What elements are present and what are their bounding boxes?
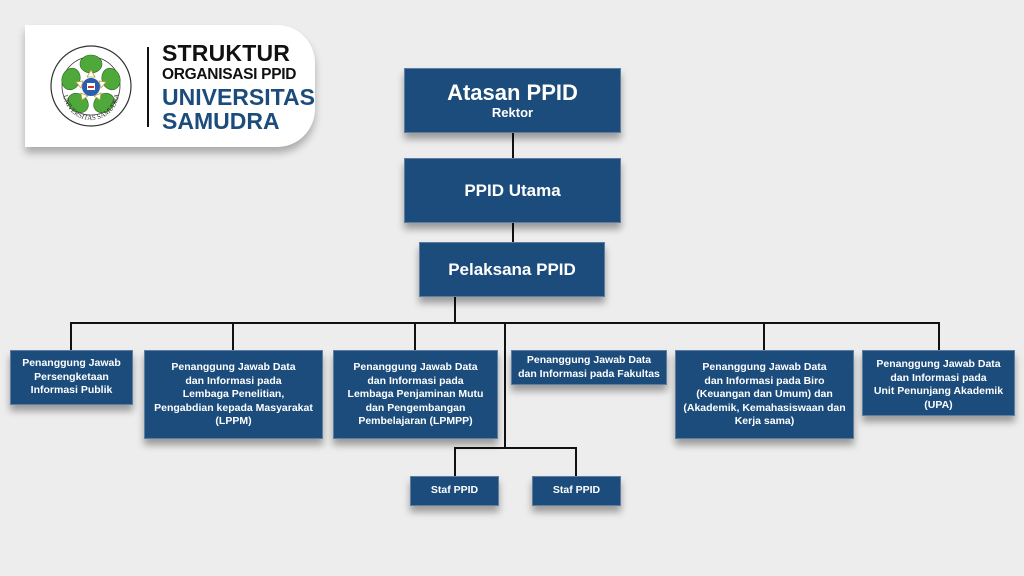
connector-child-6 xyxy=(938,322,940,350)
node-line: dan Informasi pada xyxy=(890,371,987,384)
connector-staff-2 xyxy=(575,447,577,476)
node-line: dan Informasi pada xyxy=(367,374,464,387)
node-line: Lembaga Penelitian, xyxy=(182,388,285,400)
node-child-biro: Penanggung Jawab Data dan Informasi pada… xyxy=(675,350,854,439)
connector-atasan-utama xyxy=(512,133,514,158)
node-line: dan Informasi pada Biro xyxy=(704,374,825,387)
node-line: Kerja sama) xyxy=(734,415,795,427)
connector-pelaksana-bus xyxy=(454,297,456,323)
header-divider xyxy=(147,47,149,127)
node-pelaksana-title: Pelaksana PPID xyxy=(448,259,576,279)
node-line: (LPPM) xyxy=(215,415,252,427)
university-logo-icon: UNIVERSITAS SAMUDRA xyxy=(50,45,132,127)
staff-bus xyxy=(454,447,576,449)
connector-child-1 xyxy=(70,322,72,350)
connector-trunk-staff xyxy=(504,322,506,448)
connector-child-2 xyxy=(232,322,234,350)
node-line: dan Pengembangan xyxy=(365,401,466,414)
title-line-3: UNIVERSITAS xyxy=(162,83,315,110)
page-title: STRUKTUR ORGANISASI PPID UNIVERSITAS SAM… xyxy=(162,42,315,133)
connector-staff-1 xyxy=(454,447,456,476)
node-line: dan Informasi pada Fakultas xyxy=(518,367,660,380)
node-line: Pengabdian kepada Masyarakat xyxy=(154,401,313,414)
node-child-publik: Penanggung Jawab Persengketaan Informasi… xyxy=(10,350,133,405)
node-child-fakultas: Penanggung Jawab Data dan Informasi pada… xyxy=(511,350,667,385)
node-line: (UPA) xyxy=(924,398,953,411)
connector-utama-pelaksana xyxy=(512,223,514,242)
node-staf-ppid-1: Staf PPID xyxy=(410,476,499,506)
node-atasan-title: Atasan PPID xyxy=(447,79,578,105)
title-line-1: STRUKTUR xyxy=(162,40,291,66)
node-line: Pembelajaran (LPMPP) xyxy=(358,415,473,427)
node-staf-ppid-2: Staf PPID xyxy=(532,476,621,506)
node-line: Penanggung Jawab Data xyxy=(353,361,478,373)
header-card: UNIVERSITAS SAMUDRA STRUKTUR ORGANISASI … xyxy=(25,25,315,147)
connector-child-3 xyxy=(414,322,416,350)
node-atasan-subtitle: Rektor xyxy=(491,104,534,120)
node-line: Persengketaan xyxy=(34,370,109,383)
node-atasan-ppid: Atasan PPID Rektor xyxy=(404,68,621,133)
node-utama-title: PPID Utama xyxy=(464,180,561,200)
title-line-2: ORGANISASI PPID xyxy=(162,66,297,83)
node-child-lpmpp: Penanggung Jawab Data dan Informasi pada… xyxy=(333,350,498,439)
node-line: (Keuangan dan Umum) dan xyxy=(696,388,833,400)
node-staf-title: Staf PPID xyxy=(430,484,479,497)
connector-child-5 xyxy=(763,322,765,350)
node-staf-title: Staf PPID xyxy=(552,484,601,497)
node-child-lppm: Penanggung Jawab Data dan Informasi pada… xyxy=(144,350,323,439)
node-pelaksana-ppid: Pelaksana PPID xyxy=(419,242,605,297)
title-line-4: SAMUDRA xyxy=(162,107,280,134)
node-line: Unit Penunjang Akademik xyxy=(873,385,1004,397)
node-line: (Akademik, Kemahasiswaan dan xyxy=(683,401,846,414)
node-line: Penanggung Jawab xyxy=(22,357,121,370)
node-line: Lembaga Penjaminan Mutu xyxy=(347,388,484,400)
node-line: Penanggung Jawab Data xyxy=(171,361,296,373)
node-line: Penanggung Jawab Data xyxy=(702,361,827,373)
node-ppid-utama: PPID Utama xyxy=(404,158,621,223)
node-line: Informasi Publik xyxy=(30,384,113,397)
node-line: dan Informasi pada xyxy=(185,374,282,387)
node-child-upa: Penanggung Jawab Data dan Informasi pada… xyxy=(862,350,1015,416)
node-line: Penanggung Jawab Data xyxy=(876,358,1001,370)
node-line: Penanggung Jawab Data xyxy=(526,354,652,366)
